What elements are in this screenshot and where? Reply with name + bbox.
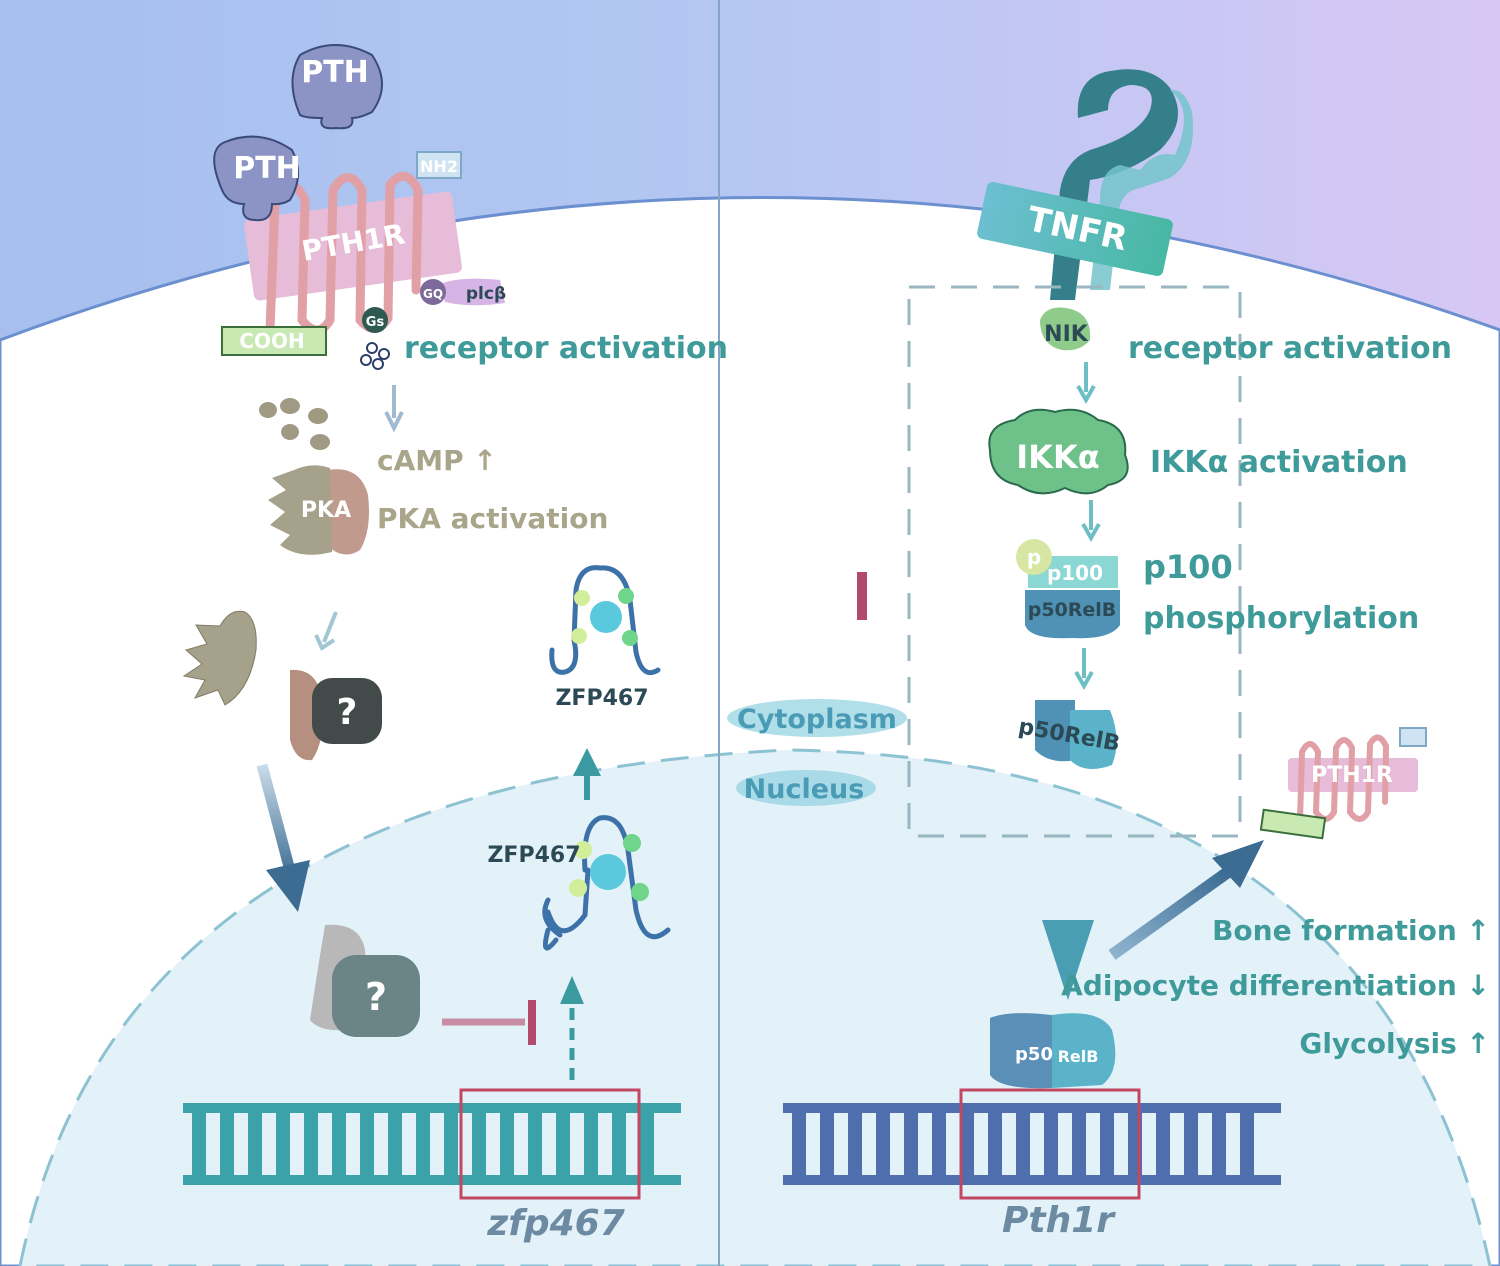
tnf-ligand-2 — [1090, 89, 1194, 290]
zfp467-protein-nuclear — [542, 815, 671, 951]
gene-label-zfp467: zfp467 — [486, 1203, 625, 1244]
arrow-nik-to-ikk — [1076, 362, 1096, 405]
pth-label-free: PTH — [301, 55, 369, 90]
gq-label: GQ — [423, 287, 443, 301]
right-step-receptor-activation: receptor activation — [1128, 331, 1452, 366]
pth1r-membrane-bar — [244, 191, 462, 301]
arrow-translocation-left — [256, 763, 310, 912]
arrow-receptor-to-camp — [384, 385, 404, 433]
plcb-label: plcβ — [466, 284, 506, 304]
arrow-zfp467-expression — [560, 976, 584, 1080]
pth-ligand-bound: PTH — [213, 135, 301, 222]
relb-nuclear — [1052, 1013, 1116, 1088]
cooh-label: COOH — [239, 329, 304, 353]
pth1r-promoter-box — [959, 1088, 1141, 1200]
unknown-label-cyto: ? — [337, 692, 358, 733]
unknown-factor-nuc — [332, 955, 420, 1037]
zfp467-promoter-box — [459, 1088, 641, 1200]
p100-step-line1: p100 — [1143, 548, 1233, 586]
camp-label: cAMP ↑ — [377, 444, 497, 477]
cytoplasmic-signaling-frame — [907, 285, 1242, 838]
outcome-glycolysis: Glycolysis ↑ — [1299, 1027, 1490, 1060]
unknown-factor-cyto — [312, 678, 382, 744]
tnfr-receptor — [977, 181, 1173, 277]
ikka-activation-label: IKKα activation — [1150, 445, 1408, 480]
p50-label: p50 — [1015, 1044, 1053, 1065]
cytoplasm-label: Cytoplasm — [737, 704, 897, 735]
cooh-tag — [221, 326, 327, 356]
pth1r-new-cooh — [1259, 808, 1327, 840]
arrow-pth1r-expression — [1108, 840, 1264, 960]
arrow-zfp467-export — [573, 748, 601, 800]
inhibit-p100-phosphorylation — [672, 572, 867, 620]
pth1r-new-label: PTH1R — [1311, 763, 1393, 788]
nik-kinase — [1040, 307, 1091, 351]
arrow-translocation-right — [1042, 770, 1094, 1000]
gs-protein — [362, 307, 388, 333]
gs-label: Gs — [366, 315, 385, 330]
nucleus-tag — [736, 770, 876, 806]
pka-catalytic — [328, 469, 369, 555]
cytoplasm-tag — [727, 699, 907, 737]
plcb-shape — [440, 278, 505, 306]
relb-subunit — [1070, 710, 1117, 769]
pka-regulatory-released — [182, 610, 257, 706]
ikka-kinase — [988, 408, 1129, 495]
nh2-tag — [416, 151, 462, 179]
p100-label: p100 — [1047, 561, 1103, 585]
arrow-pka-release — [314, 611, 338, 651]
p100-step-line2: phosphorylation — [1143, 601, 1419, 636]
outcome-adipocyte: Adipocyte differentiation ↓ — [1061, 969, 1490, 1002]
p50-subunit — [1035, 700, 1075, 762]
nucleus-region — [18, 748, 1492, 1266]
p50-nuclear — [990, 1013, 1052, 1089]
pth1r-new-nh2 — [1399, 727, 1427, 747]
relb-label: RelB — [1058, 1047, 1099, 1066]
nik-label: NIK — [1044, 322, 1089, 347]
pth-label-bound: PTH — [233, 151, 301, 186]
pth1r-new-helices — [1297, 734, 1390, 823]
p50relb-bound-label: p50RelB — [1028, 599, 1117, 621]
gq-protein — [420, 279, 446, 305]
zfp467-label-cyto: ZFP467 — [555, 686, 648, 711]
arrow-ikk-to-p100 — [1081, 500, 1101, 543]
ikka-label: IKKα — [1016, 438, 1099, 476]
p50relb-complex-bound — [1025, 590, 1120, 639]
gene-label-pth1r: Pth1r — [1002, 1200, 1116, 1241]
pka-activation-label: PKA activation — [377, 502, 608, 535]
phospho-group — [1016, 539, 1052, 575]
nucleus-label: Nucleus — [744, 774, 865, 805]
arrow-p100-processing — [1074, 648, 1094, 691]
pka-regulatory — [268, 465, 332, 555]
outcome-bone-formation: Bone formation ↑ — [1212, 914, 1490, 947]
unknown-label-nuc: ? — [365, 975, 387, 1019]
left-step-receptor-activation: receptor activation — [404, 331, 728, 366]
pth-ligand-free: PTH — [291, 44, 383, 130]
zfp467-protein-cyto — [549, 565, 661, 676]
inhibit-zfp467-transcription — [442, 1000, 536, 1045]
phospho-label: p — [1027, 545, 1041, 569]
gs-dissociated-subunits — [360, 342, 390, 370]
pth1r-helices — [265, 171, 423, 335]
dna-zfp467 — [183, 1103, 681, 1185]
pka-label: PKA — [301, 498, 351, 523]
nh2-label: NH2 — [420, 157, 458, 176]
camp-molecules — [259, 398, 330, 450]
zfp467-label-nuclear: ZFP467 — [487, 843, 580, 868]
